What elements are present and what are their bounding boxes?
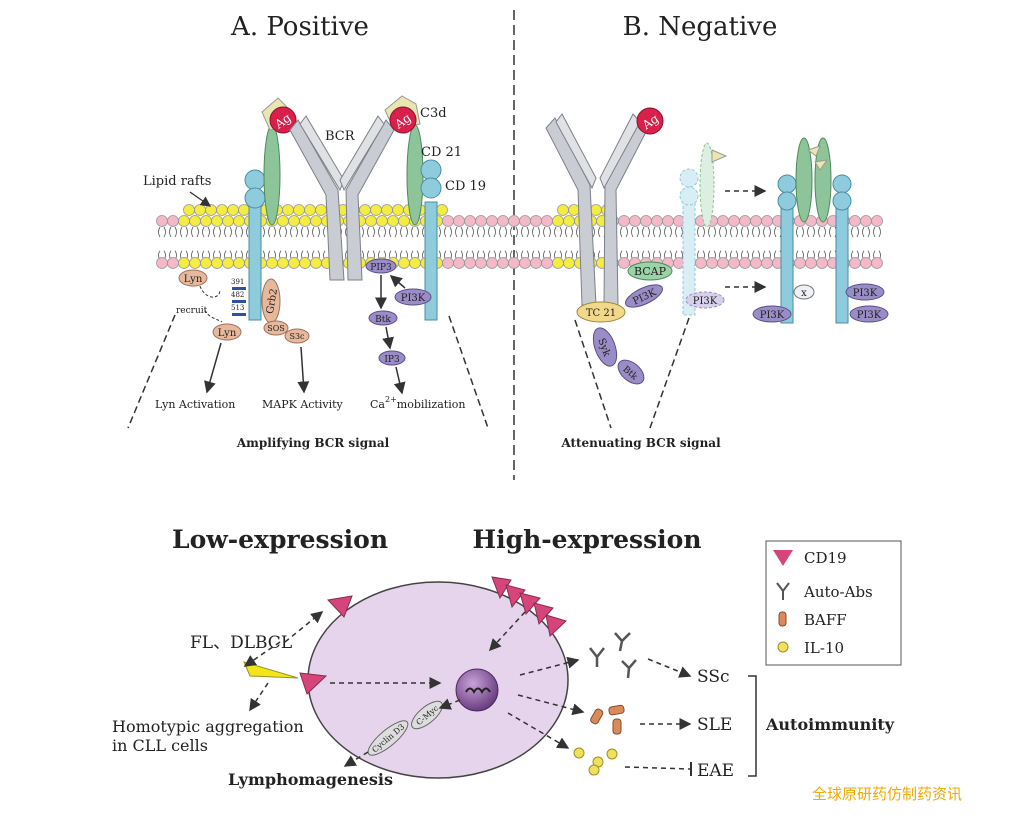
svg-text:TC 21: TC 21 (586, 308, 616, 319)
svg-text:BCAP: BCAP (634, 265, 667, 278)
cd19-domain (244, 169, 266, 191)
svg-text:PI3K: PI3K (693, 296, 718, 307)
tc21-node (576, 301, 626, 323)
homotypic-label-1: Homotypic aggregation (112, 717, 304, 736)
svg-text:IP3: IP3 (384, 355, 400, 365)
cd21-label: CD 21 (421, 145, 462, 160)
homotypic-label-2: in CLL cells (112, 736, 208, 755)
legend: CD19 Auto-Abs BAFF IL-10 (765, 540, 902, 666)
svg-text:Lyn: Lyn (218, 328, 237, 339)
pi3k-node (845, 283, 885, 301)
pi3k-node (849, 305, 889, 323)
pi3k-faded-node (685, 291, 725, 309)
svg-text:PI3K: PI3K (853, 288, 878, 299)
legend-label: IL-10 (804, 639, 844, 657)
legend-label: Auto-Abs (803, 583, 873, 601)
lightning-icon (243, 661, 299, 679)
pip3-node (365, 258, 397, 274)
syk-node (592, 327, 618, 367)
ag-right-a (389, 106, 417, 134)
cd21-left (263, 124, 281, 226)
x-node (793, 284, 815, 300)
svg-text:SOS: SOS (267, 324, 285, 333)
baff-group (590, 704, 625, 735)
lipid-rafts-label: Lipid rafts (143, 174, 211, 189)
svg-text:PIP3: PIP3 (370, 263, 392, 273)
ag-b (636, 107, 664, 135)
svg-text:Lyn: Lyn (184, 274, 203, 285)
panel-a-title: A. Positive (230, 12, 369, 42)
cd19-triangles (299, 576, 567, 695)
recruit-label: recruit (176, 306, 208, 316)
high-expression-heading: High-expression (472, 525, 701, 554)
bcap-node (627, 261, 673, 281)
ip3-node (378, 350, 406, 366)
b-cell (307, 581, 569, 779)
bcr-label: BCR (325, 129, 356, 144)
svg-text:PI3K: PI3K (760, 310, 785, 321)
btk-node (368, 310, 398, 326)
pi3k-node (752, 305, 792, 323)
autoimmunity-bracket (748, 675, 757, 777)
lyn-node (178, 269, 208, 287)
lymphomagenesis-label: Lymphomagenesis (228, 770, 393, 789)
legend-label: BAFF (804, 611, 847, 629)
cyclin-node (367, 720, 409, 756)
ag-left-a (269, 106, 297, 134)
membrane (156, 204, 883, 269)
s3c-node (284, 328, 310, 344)
sle-label: SLE (697, 715, 732, 735)
cd19-stalk-right (424, 201, 438, 321)
svg-text:Btk: Btk (375, 315, 391, 325)
autoimmunity-label: Autoimmunity (765, 715, 895, 734)
watermark-text: 全球原研药仿制药资讯 (812, 785, 963, 803)
cd21-right (406, 124, 424, 226)
bottom-arrows (243, 611, 692, 770)
panel-a-caption: Amplifying BCR signal (236, 436, 390, 450)
sos-node (263, 320, 289, 336)
cd19-label: CD 19 (445, 179, 486, 194)
btk-node (617, 359, 645, 385)
circle-icon (777, 641, 789, 653)
pi3k-node (394, 288, 432, 306)
auto-abs-group (589, 632, 637, 679)
svg-text:PI3K: PI3K (857, 310, 882, 321)
ca-mobilization-label: Ca2+mobilization (370, 395, 465, 411)
triangle-icon (773, 550, 793, 566)
svg-text:513: 513 (231, 304, 244, 312)
legend-label: CD19 (804, 549, 847, 567)
svg-text:Grb2: Grb2 (265, 288, 280, 315)
capsule-icon (778, 611, 787, 627)
svg-text:391: 391 (231, 278, 244, 286)
nucleus (455, 668, 499, 712)
panel-b-caption: Attenuating BCR signal (560, 436, 721, 450)
svg-text:x: x (801, 288, 807, 299)
lyn-activation-label: Lyn Activation (155, 398, 235, 411)
eae-label: EAE (697, 761, 734, 781)
ssc-label: SSc (697, 667, 730, 687)
panel-b-title: B. Negative (623, 12, 778, 42)
mapk-activity-label: MAPK Activity (262, 398, 344, 411)
svg-text:PI3K: PI3K (401, 293, 426, 304)
panel-b-receptors: Ag (545, 107, 852, 324)
panel-a-signaling: Lyn Lyn recruit 391 482 513 Grb2 SOS S3c… (127, 258, 489, 450)
antibody-y-icon (776, 582, 790, 600)
panel-a-receptors: Ag BCR Ag C3d CD 21 CD 19 Lipid rafts (143, 95, 486, 321)
pi3k-node (625, 284, 663, 308)
il10-group (573, 747, 618, 776)
low-expression-heading: Low-expression (172, 525, 388, 554)
fl-dlbcl-label: FL、DLBCL (190, 633, 292, 653)
svg-text:482: 482 (231, 291, 244, 299)
c3d-label: C3d (420, 106, 447, 121)
svg-text:S3c: S3c (289, 332, 305, 341)
lyn-node (212, 323, 242, 341)
cd19-domain (244, 187, 266, 209)
cd19-stalk-left (248, 201, 262, 321)
